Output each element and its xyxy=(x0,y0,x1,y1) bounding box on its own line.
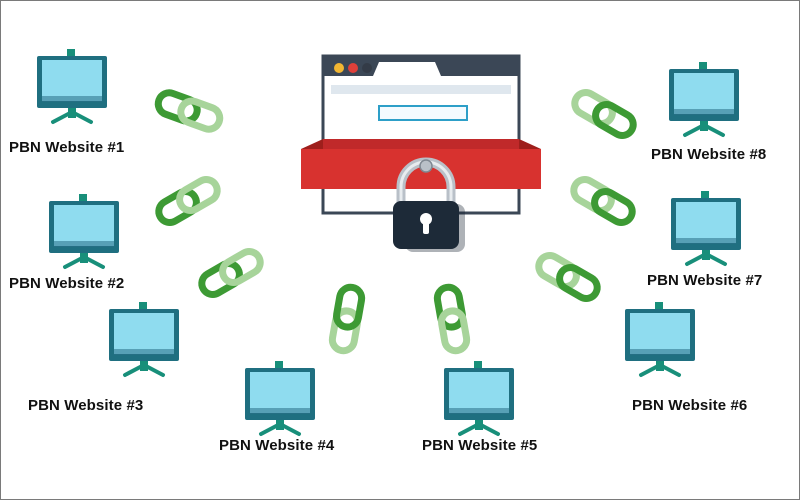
chain-link-icon-4 xyxy=(328,283,366,355)
monitor-leg-right xyxy=(658,363,681,377)
chain-ring-a xyxy=(570,176,615,214)
monitor-screen-shade xyxy=(449,408,509,414)
padlock-icon xyxy=(393,157,465,252)
monitor-top-clip xyxy=(474,361,482,370)
monitor-top-clip xyxy=(699,62,707,71)
monitor-screen xyxy=(630,313,690,354)
monitor-top-clip xyxy=(139,302,147,311)
banner-fold-right xyxy=(519,139,541,149)
monitor-icon-8 xyxy=(669,62,739,137)
browser-tab xyxy=(373,62,441,76)
banner-fold-left xyxy=(301,139,323,149)
chain-ring-b xyxy=(333,283,366,331)
monitor-screen xyxy=(54,205,114,246)
keyhole-slot xyxy=(423,221,429,234)
monitor-leg-right xyxy=(477,422,500,436)
monitor-screen xyxy=(250,372,310,413)
site-label-2: PBN Website #2 xyxy=(9,275,125,292)
monitor-screen-shade xyxy=(630,349,690,355)
chain-ring-a xyxy=(198,260,243,298)
chain-ring-b xyxy=(177,97,224,133)
site-label-7: PBN Website #7 xyxy=(647,272,763,289)
monitor-top-clip xyxy=(79,194,87,203)
monitor-leg-right xyxy=(704,252,727,266)
chain-ring-a xyxy=(535,252,580,290)
monitor-screen xyxy=(114,313,174,354)
monitor-screen-shade xyxy=(42,96,102,102)
chain-ring-b xyxy=(176,176,221,214)
site-label-5: PBN Website #5 xyxy=(422,437,538,454)
monitor-icon-2 xyxy=(49,194,119,269)
monitor-icon-4 xyxy=(245,361,315,436)
monitor-screen-shade xyxy=(54,241,114,247)
monitor-screen-shade xyxy=(114,349,174,355)
chain-link-icon-2 xyxy=(155,176,221,226)
keyhole-icon xyxy=(420,213,432,225)
monitor-top-clip xyxy=(275,361,283,370)
chain-ring-b xyxy=(556,264,601,302)
browser-dot-2 xyxy=(348,63,358,73)
site-label-6: PBN Website #6 xyxy=(632,397,748,414)
chain-link-icon-6 xyxy=(535,252,601,302)
search-box xyxy=(378,105,468,121)
monitor-screen xyxy=(676,202,736,243)
monitor-icon-7 xyxy=(671,191,741,266)
monitor-screen-shade xyxy=(250,408,310,414)
site-label-1: PBN Website #1 xyxy=(9,139,125,156)
monitor-leg-left xyxy=(639,363,662,377)
monitor-icon-6 xyxy=(625,302,695,377)
monitor-leg-left xyxy=(51,110,74,124)
monitor-top-clip xyxy=(67,49,75,58)
monitor-top-clip xyxy=(655,302,663,311)
monitor-screen-shade xyxy=(676,238,736,244)
chain-ring-a xyxy=(433,283,466,331)
chain-ring-b xyxy=(438,307,471,355)
browser-dot-1 xyxy=(334,63,344,73)
site-label-8: PBN Website #8 xyxy=(651,146,767,163)
browser-frame xyxy=(321,54,521,215)
chain-link-icon-5 xyxy=(433,283,471,355)
site-label-3: PBN Website #3 xyxy=(28,397,144,414)
padlock-ring xyxy=(419,159,433,173)
monitor-screen-shade xyxy=(674,109,734,115)
monitor-leg-right xyxy=(702,123,725,137)
chain-ring-a xyxy=(155,188,200,226)
locked-browser-window xyxy=(301,54,541,252)
monitor-leg-left xyxy=(458,422,481,436)
monitor-leg-right xyxy=(278,422,301,436)
monitor-leg-right xyxy=(82,255,105,269)
monitor-leg-right xyxy=(142,363,165,377)
browser-dot-3 xyxy=(362,63,372,73)
monitor-leg-left xyxy=(683,123,706,137)
address-bar xyxy=(331,85,511,94)
chain-ring-b xyxy=(219,248,264,286)
monitor-icon-5 xyxy=(444,361,514,436)
chain-ring-b xyxy=(592,101,637,139)
monitor-leg-left xyxy=(63,255,86,269)
chain-ring-b xyxy=(591,188,636,226)
chain-ring-a xyxy=(328,307,361,355)
monitor-leg-left xyxy=(259,422,282,436)
chain-link-icon-1 xyxy=(154,89,224,133)
chain-ring-a xyxy=(154,89,201,125)
monitor-leg-left xyxy=(685,252,708,266)
monitor-icon-1 xyxy=(37,49,107,124)
monitor-icon-3 xyxy=(109,302,179,377)
monitor-screen xyxy=(42,60,102,101)
site-label-4: PBN Website #4 xyxy=(219,437,335,454)
chain-ring-a xyxy=(571,89,616,127)
monitor-top-clip xyxy=(701,191,709,200)
chain-link-icon-7 xyxy=(570,176,636,226)
monitor-screen xyxy=(449,372,509,413)
chain-link-icon-8 xyxy=(571,89,637,139)
chain-link-icon-3 xyxy=(198,248,264,298)
monitor-leg-left xyxy=(123,363,146,377)
monitor-screen xyxy=(674,73,734,114)
banner-top-band xyxy=(323,139,519,149)
monitor-leg-right xyxy=(70,110,93,124)
